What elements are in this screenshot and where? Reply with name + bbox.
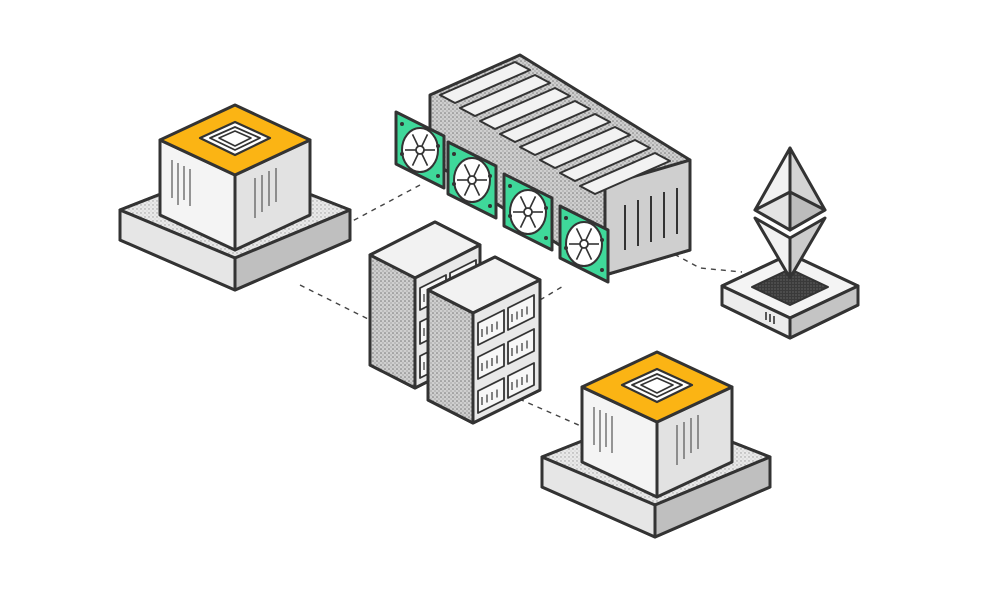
fan-icon: [394, 110, 446, 190]
connection-line-rack-rig: [539, 284, 566, 301]
mining-rig-icon: [394, 53, 692, 284]
mining-rig-fins: [439, 61, 671, 195]
fan-icon: [446, 140, 498, 220]
eth-base-vents: [765, 312, 775, 324]
cpu-node-side-lines: [593, 407, 699, 465]
connection-lines: [299, 184, 743, 431]
connection-line-node1-rig: [344, 184, 421, 226]
rack-drive-slot: [477, 377, 505, 414]
mining-rig-fans: [394, 110, 610, 284]
connection-line-node1-rack: [299, 284, 371, 321]
mining-rig-vents: [624, 188, 678, 250]
fan-icon: [558, 204, 610, 284]
cpu-node-side-lines: [171, 160, 277, 218]
rack-drive-slot: [477, 343, 505, 380]
rack-drive-slot: [507, 328, 535, 365]
rack-drive-slot: [507, 294, 535, 331]
connection-line-rack-node2: [509, 394, 591, 431]
server-rack-icon: [368, 220, 542, 425]
cpu-node-icon: [540, 350, 772, 539]
rack-front-slots: [477, 294, 535, 414]
cpu-node-icon: [118, 103, 352, 292]
rack-drive-slot: [477, 309, 505, 346]
fan-icon: [502, 172, 554, 252]
ethereum-logo-icon: [720, 146, 860, 340]
rack-drive-slot: [507, 362, 535, 399]
